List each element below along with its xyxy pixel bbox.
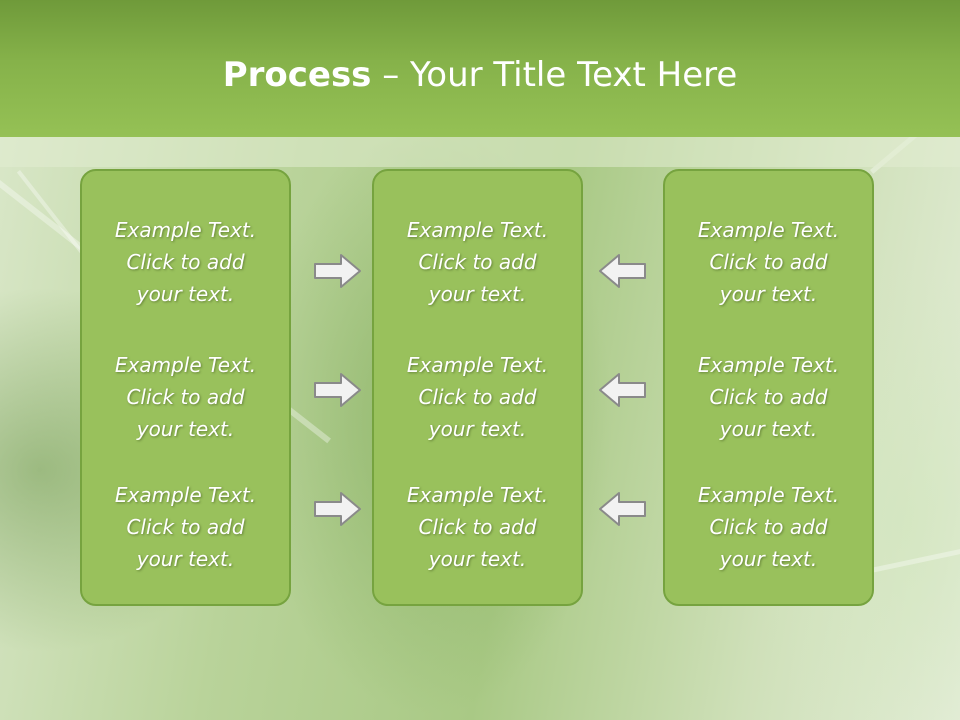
header-band <box>0 137 960 167</box>
text-line: Example Text. <box>697 218 840 242</box>
text-line: Click to add <box>418 515 537 539</box>
text-line: your text. <box>428 417 527 441</box>
text-line: Example Text. <box>114 483 257 507</box>
process-panel-left[interactable]: Example Text. Click to add your text. Ex… <box>80 169 291 606</box>
text-line: Example Text. <box>697 483 840 507</box>
panel-text-block[interactable]: Example Text. Click to add your text. <box>82 214 289 310</box>
process-panel-center[interactable]: Example Text. Click to add your text. Ex… <box>372 169 583 606</box>
text-line: Example Text. <box>406 483 549 507</box>
text-line: Example Text. <box>114 218 257 242</box>
panel-text-block[interactable]: Example Text. Click to add your text. <box>665 349 872 445</box>
text-line: Click to add <box>126 385 245 409</box>
panel-text-block[interactable]: Example Text. Click to add your text. <box>665 479 872 575</box>
text-line: Click to add <box>709 515 828 539</box>
slide-title[interactable]: Process – Your Title Text Here <box>0 50 960 100</box>
text-line: your text. <box>136 417 235 441</box>
panel-text-block[interactable]: Example Text. Click to add your text. <box>374 479 581 575</box>
panel-text-block[interactable]: Example Text. Click to add your text. <box>82 349 289 445</box>
text-line: your text. <box>719 417 818 441</box>
panel-text-block[interactable]: Example Text. Click to add your text. <box>665 214 872 310</box>
panel-text-block[interactable]: Example Text. Click to add your text. <box>374 214 581 310</box>
text-line: Click to add <box>126 515 245 539</box>
left-arrow-icon <box>599 254 646 288</box>
title-strong: Process <box>222 55 372 95</box>
text-line: Example Text. <box>697 353 840 377</box>
text-line: Click to add <box>126 250 245 274</box>
title-rest: – Your Title Text Here <box>371 55 738 95</box>
right-arrow-icon <box>314 254 361 288</box>
panel-text-block[interactable]: Example Text. Click to add your text. <box>374 349 581 445</box>
text-line: your text. <box>428 547 527 571</box>
right-arrow-icon <box>314 492 361 526</box>
left-arrow-icon <box>599 373 646 407</box>
text-line: Click to add <box>709 250 828 274</box>
text-line: Example Text. <box>114 353 257 377</box>
text-line: Example Text. <box>406 218 549 242</box>
panel-text-block[interactable]: Example Text. Click to add your text. <box>82 479 289 575</box>
text-line: your text. <box>719 547 818 571</box>
left-arrow-icon <box>599 492 646 526</box>
title-bar <box>0 0 960 137</box>
text-line: your text. <box>136 547 235 571</box>
text-line: Example Text. <box>406 353 549 377</box>
text-line: Click to add <box>418 385 537 409</box>
text-line: your text. <box>136 282 235 306</box>
text-line: Click to add <box>418 250 537 274</box>
text-line: Click to add <box>709 385 828 409</box>
text-line: your text. <box>719 282 818 306</box>
process-panel-right[interactable]: Example Text. Click to add your text. Ex… <box>663 169 874 606</box>
right-arrow-icon <box>314 373 361 407</box>
text-line: your text. <box>428 282 527 306</box>
